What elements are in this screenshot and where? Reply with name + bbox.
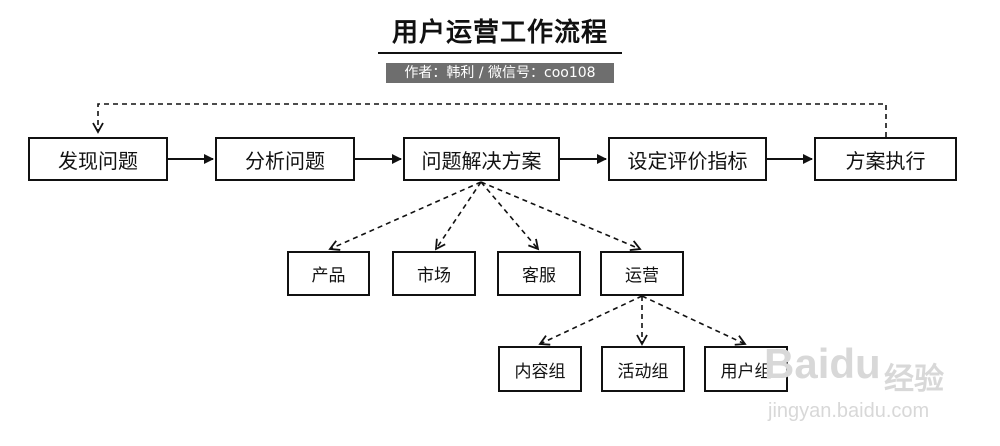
team-content: 内容组 xyxy=(498,346,582,392)
step-analyze-problem: 分析问题 xyxy=(215,137,355,181)
branch-product: 产品 xyxy=(287,251,370,296)
step-discover-problem: 发现问题 xyxy=(28,137,168,181)
step-set-metrics: 设定评价指标 xyxy=(608,137,767,181)
page-title: 用户运营工作流程 xyxy=(391,18,608,48)
arrow-solution-to-operation xyxy=(480,181,642,252)
arrow-operation-to-user xyxy=(641,295,747,346)
step-execute-plan: 方案执行 xyxy=(814,137,957,181)
team-user: 用户组 xyxy=(704,346,788,392)
branch-market: 市场 xyxy=(392,251,476,296)
step-solution: 问题解决方案 xyxy=(403,137,560,181)
arrow-solution-to-market xyxy=(434,181,482,251)
title-underline xyxy=(378,52,622,54)
team-activity: 活动组 xyxy=(601,346,685,392)
branch-customer-service: 客服 xyxy=(497,251,581,296)
feedback-loop-arrow xyxy=(92,103,887,137)
author-badge: 作者：韩利 / 微信号：coo108 xyxy=(386,63,614,83)
branch-operation: 运营 xyxy=(600,251,684,296)
arrow-solution-to-service xyxy=(480,181,540,251)
arrow-solution-to-product xyxy=(328,181,482,251)
arrow-operation-to-content xyxy=(538,295,643,346)
